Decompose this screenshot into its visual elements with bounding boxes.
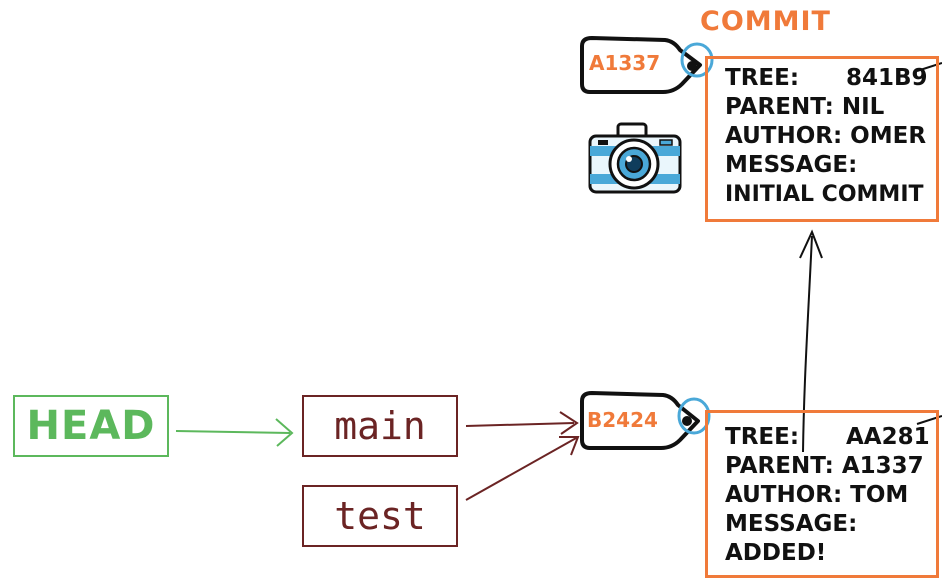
branch-label: main — [334, 404, 426, 448]
commit-message-text: INITIAL COMMIT — [725, 182, 924, 207]
branch-label: test — [334, 494, 426, 538]
head-to-main-arrow — [175, 418, 294, 447]
test-to-commit-arrow — [465, 436, 580, 501]
commit-tree-hash: AA281 — [846, 424, 930, 450]
commit-message-text: ADDED! — [725, 540, 827, 566]
commit-box-b2424: TREE: AA281 PARENT: A1337 AUTHOR: TOM ME… — [705, 410, 939, 578]
commit-message-label: MESSAGE: — [725, 511, 858, 537]
branch-test: test — [302, 485, 458, 547]
main-to-commit-arrow — [465, 411, 579, 435]
commit-tree-hash: 841B9 — [846, 65, 928, 91]
commit-author: AUTHOR: OMER — [725, 123, 927, 149]
commit-message-label: MESSAGE: — [725, 152, 858, 178]
tag-shape-b2424 — [580, 391, 711, 450]
branch-main: main — [302, 395, 458, 457]
commit-tree-label: TREE: — [725, 424, 800, 450]
commit-author: AUTHOR: TOM — [725, 482, 909, 508]
commit-parent: PARENT: NIL — [725, 94, 885, 120]
tag-shape-a1337 — [580, 36, 714, 94]
commit-tag-a1337: A1337 — [589, 51, 661, 75]
commit-tag-b2424: B2424 — [587, 408, 658, 432]
camera-icon — [588, 122, 682, 194]
commit-tree-label: TREE: — [725, 65, 800, 91]
head-label: HEAD — [26, 403, 156, 449]
parent-arrow — [799, 229, 823, 453]
commit-box-a1337: TREE: 841B9 PARENT: NIL AUTHOR: OMER MES… — [705, 56, 939, 222]
head-pointer: HEAD — [13, 395, 169, 457]
commit-heading: COMMIT — [700, 6, 831, 37]
commit-parent: PARENT: A1337 — [725, 453, 924, 479]
